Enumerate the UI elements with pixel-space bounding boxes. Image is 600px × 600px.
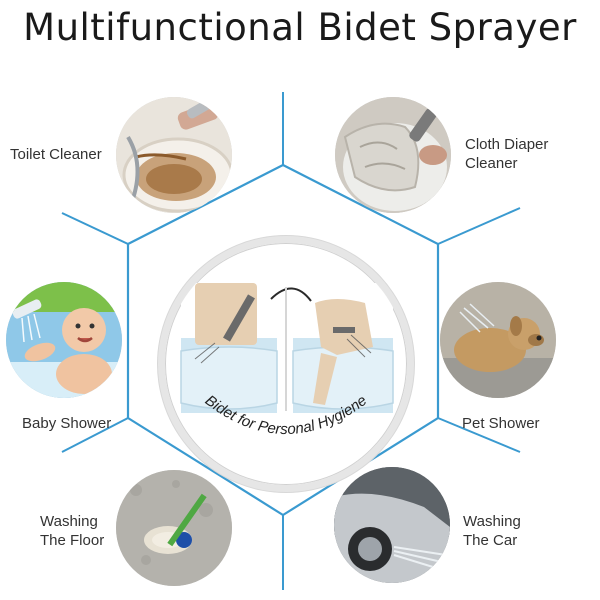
cloth-diaper-photo — [335, 97, 451, 213]
use-label-diaper: Cloth Diaper Cleaner — [465, 136, 549, 172]
bidet-illustration: Bidet for Personal Hygiene — [158, 236, 414, 492]
floor-washing-photo — [116, 470, 232, 586]
use-label-baby: Baby Shower — [22, 415, 112, 432]
toilet-cleaner-photo — [116, 97, 232, 213]
use-label-floor: Washing The Floor — [40, 513, 105, 549]
pet-shower-photo — [440, 282, 556, 398]
svg-text:Bidet for Personal Hygiene: Bidet for Personal Hygiene — [202, 392, 370, 438]
baby-shower-photo — [6, 282, 122, 398]
use-label-pet: Pet Shower — [462, 415, 540, 432]
center-caption: Bidet for Personal Hygiene — [202, 392, 370, 438]
caption-arc: Bidet for Personal Hygiene — [202, 392, 370, 438]
use-label-car: Washing The Car — [463, 513, 521, 549]
page-title: Multifunctional Bidet Sprayer — [23, 6, 577, 49]
use-label-toilet: Toilet Cleaner — [10, 146, 102, 163]
